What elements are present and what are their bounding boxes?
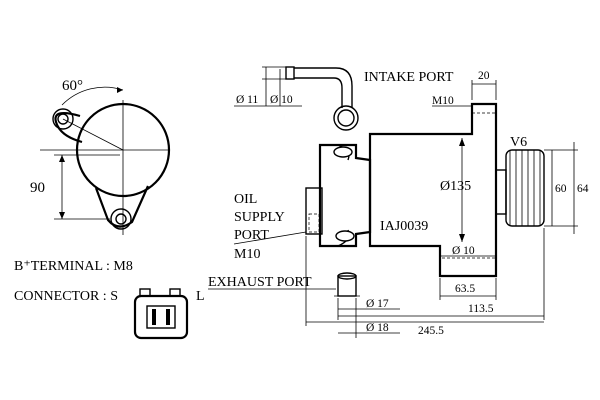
lower-mount-hole bbox=[115, 213, 127, 225]
connector-socket bbox=[146, 305, 176, 329]
intake-ring-inner bbox=[337, 109, 355, 127]
oil-label-line2: SUPPLY bbox=[234, 210, 285, 225]
exhaust-inner-label: Ø 17 bbox=[366, 298, 389, 310]
angle-arc bbox=[61, 86, 124, 106]
upper-mount-boss bbox=[52, 108, 74, 130]
exhaust-port bbox=[334, 272, 360, 297]
pulley-outer-label: 64 bbox=[577, 183, 589, 195]
body-dia-arrow-bottom bbox=[459, 234, 465, 242]
oil-thread-label: M10 bbox=[234, 247, 260, 262]
body-dia-arrow-top bbox=[459, 138, 465, 146]
end-view-angle-line bbox=[62, 118, 124, 151]
main-body-outline bbox=[368, 102, 498, 278]
oil-supply-thread bbox=[308, 213, 320, 233]
part-number-label: IAJ0039 bbox=[380, 219, 428, 234]
pulley-body bbox=[505, 149, 545, 227]
dim-90-arrow-bottom bbox=[59, 212, 65, 219]
mount-angle-label: 60° bbox=[62, 78, 83, 94]
connector-icon bbox=[133, 288, 189, 340]
intake-port-label: INTAKE PORT bbox=[364, 70, 454, 85]
angle-arrow bbox=[117, 87, 123, 93]
exhaust-outer-label: Ø 18 bbox=[366, 322, 389, 334]
dim-20-label: 20 bbox=[478, 70, 490, 82]
mount-end-view bbox=[40, 86, 171, 235]
pulley-hub bbox=[495, 169, 507, 215]
top-lug bbox=[333, 146, 353, 158]
connector-pin-l bbox=[166, 309, 170, 325]
connector-l-label: L bbox=[196, 289, 205, 304]
pulley bbox=[495, 142, 578, 234]
dim-90-arrow-top bbox=[59, 155, 65, 162]
body-diameter-label: Ø135 bbox=[440, 179, 471, 194]
b-terminal-label: B⁺TERMINAL : M8 bbox=[14, 259, 133, 274]
bottom-lug bbox=[335, 230, 355, 242]
connector-label: CONNECTOR : S bbox=[14, 289, 118, 304]
exhaust-port-top bbox=[337, 272, 357, 280]
intake-inner-dia: Ø 10 bbox=[270, 94, 293, 106]
intake-pipe bbox=[234, 66, 359, 131]
oil-leader bbox=[233, 231, 307, 245]
exhaust-port-label: EXHAUST PORT bbox=[208, 275, 312, 290]
dim-63-5-label: 63.5 bbox=[455, 283, 475, 295]
pulley-type-label: V6 bbox=[510, 135, 527, 150]
pulley-inner-label: 60 bbox=[555, 183, 567, 195]
upper-mount-hole bbox=[57, 113, 69, 125]
upper-mount-ear bbox=[54, 111, 83, 144]
intake-pipe-inner bbox=[294, 77, 343, 108]
connector-pin-s bbox=[152, 309, 156, 325]
intake-ring-outer bbox=[333, 105, 359, 131]
intake-nozzle bbox=[285, 66, 295, 80]
connector-housing bbox=[133, 294, 189, 340]
lower-bore-label: Ø 10 bbox=[452, 245, 475, 257]
main-body bbox=[368, 102, 498, 278]
dim-113-5-label: 113.5 bbox=[468, 303, 494, 315]
oil-supply-boss bbox=[305, 187, 323, 235]
dim-245-5-label: 245.5 bbox=[418, 325, 444, 337]
lower-mount-ear bbox=[94, 185, 150, 228]
intake-outer-dia: Ø 11 bbox=[236, 94, 259, 106]
intake-m10-label: M10 bbox=[432, 95, 454, 107]
front-housing bbox=[305, 143, 372, 248]
lower-mount-boss bbox=[110, 208, 132, 230]
pulley-grooves bbox=[509, 150, 541, 226]
intake-pipe-outer bbox=[294, 67, 353, 108]
oil-label-line1: OIL bbox=[234, 192, 257, 207]
mount-spacing-label: 90 bbox=[30, 180, 45, 196]
